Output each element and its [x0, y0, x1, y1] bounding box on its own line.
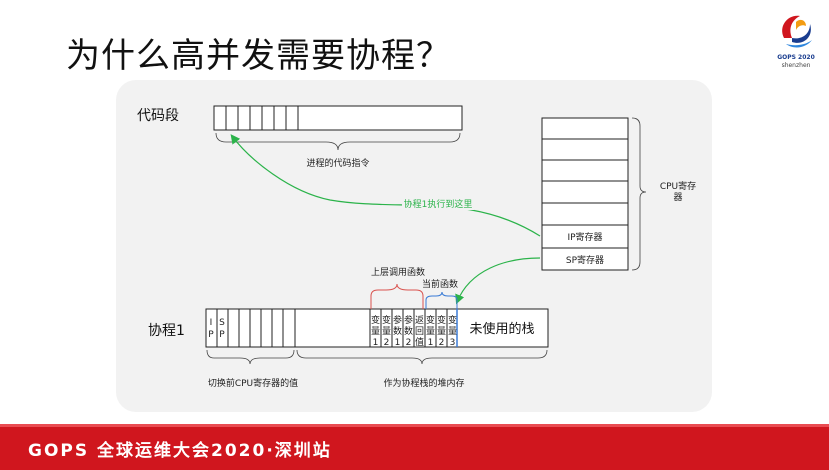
heap-brace [296, 349, 548, 365]
stack-cell-char: 参 [404, 314, 413, 326]
stack-cell-char: 2 [406, 338, 412, 348]
arrow-label: 协程1执行到这里 [404, 198, 473, 210]
footer-accent-line [0, 424, 829, 427]
stack-cell-char: 2 [384, 338, 390, 348]
sp-cell-char1: S [219, 318, 225, 328]
ip-register: IP寄存器 [567, 231, 602, 243]
saved-registers-caption: 切换前CPU寄存器的值 [208, 377, 298, 389]
footer-bar: GOPS 全球运维大会2020·深圳站 [0, 424, 829, 470]
arrow-label-bg [402, 197, 474, 210]
stack-cell-char: 1 [395, 338, 401, 348]
ip-pointer-arrow [230, 134, 541, 237]
stack-cell-char: 参 [393, 314, 402, 326]
stack-cell-char: 变 [382, 314, 391, 326]
saved-registers-brace [206, 349, 295, 365]
stack-cell-char: 量 [371, 326, 380, 337]
logo-subtitle: shenzhen [781, 62, 811, 69]
stack-cell-char: 数 [393, 325, 402, 337]
stack-cell-char: 量 [448, 326, 457, 337]
heap-caption: 作为协程栈的堆内存 [383, 377, 464, 389]
code-segment-block [213, 105, 463, 131]
stack-cell-char: 量 [437, 326, 446, 337]
cpu-brace [631, 117, 647, 271]
stack-cell-char: 1 [373, 338, 379, 348]
logo-title: GOPS 2020 [777, 54, 815, 61]
stack-cell-char: 量 [426, 326, 435, 337]
current-call-label: 当前函数 [422, 278, 458, 290]
stack-cell-char: 3 [450, 338, 456, 348]
stack-cell-char: 数 [404, 325, 413, 337]
sp-register: SP寄存器 [566, 254, 604, 266]
stack-cell-char: 变 [371, 314, 380, 326]
upper-call-brace [370, 283, 424, 309]
unused-stack-label: 未使用的栈 [469, 321, 534, 337]
sp-cell-char2: P [219, 330, 225, 340]
stack-cell-char: 变 [426, 314, 435, 326]
code-brace [215, 132, 461, 151]
sp-pointer-arrow [455, 257, 541, 305]
page-title: 为什么高并发需要协程？ [66, 36, 451, 76]
stack-cell-char: 变 [448, 314, 457, 326]
stack-cell-char: 值 [415, 336, 424, 348]
coroutine-label: 协程1 [148, 323, 185, 339]
code-caption: 进程的代码指令 [306, 157, 369, 169]
current-call-brace [425, 291, 458, 309]
gops-logo: GOPS 2020 shenzhen [770, 8, 822, 70]
stack-cell-char: 量 [382, 326, 391, 337]
upper-call-label: 上层调用函数 [371, 266, 425, 278]
stack-cell-char: 变 [437, 314, 446, 326]
cpu-label-line2: 器 [673, 192, 682, 203]
stack-cell-char: 1 [428, 338, 434, 348]
stack-cell-char: 2 [439, 338, 445, 348]
cpu-label-line1: CPU寄存 [660, 180, 696, 192]
ip-cell-char1: I [210, 318, 213, 328]
cpu-register-stack [541, 117, 629, 271]
stack-cell-char: 返 [415, 314, 424, 326]
coroutine-stack-block [294, 308, 549, 348]
logo-emblem-icon [782, 15, 812, 48]
ip-cell-char2: P [208, 330, 214, 340]
code-segment-label: 代码段 [137, 108, 179, 124]
stack-cell-char: 回 [415, 326, 424, 337]
saved-registers-block [205, 308, 296, 348]
footer-text: GOPS 全球运维大会2020·深圳站 [28, 441, 332, 461]
